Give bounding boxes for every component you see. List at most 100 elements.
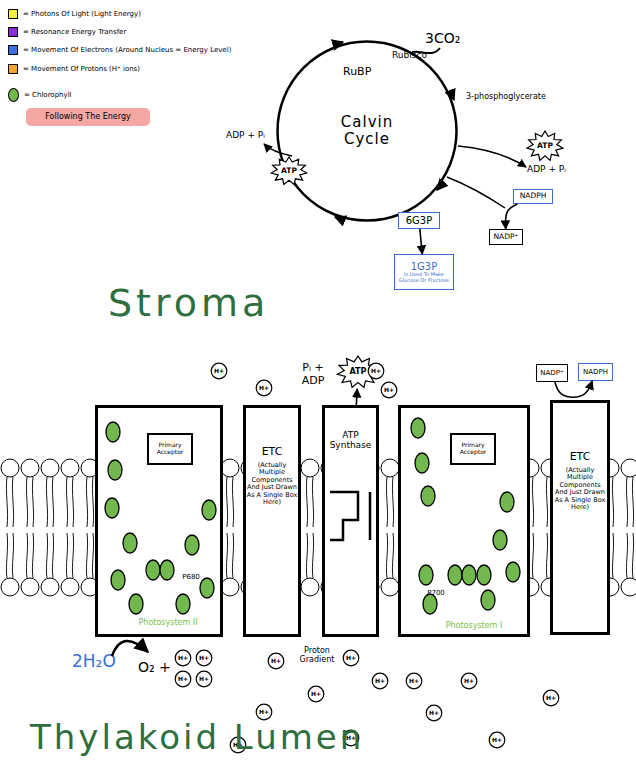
atp-synthase-box: ATP Synthase [322, 405, 379, 637]
proton-ion: H+ [174, 649, 192, 667]
product-box: 1G3PIs Used To Make Glucose Or Fructose [394, 254, 454, 290]
proton-ion: H+ [371, 672, 389, 690]
etc-box: ETC(Actually Multiple Components And Jus… [243, 405, 301, 637]
node-title: ATP [281, 167, 297, 176]
node-note: Photosystem II [123, 618, 213, 627]
legend-text: = Chlorophyll [24, 91, 72, 99]
co2-entry-line [412, 48, 440, 53]
chlorophyll [415, 453, 429, 473]
cycle-arrow [437, 182, 444, 190]
chlorophyll [106, 422, 120, 442]
node-title: P680 [176, 573, 206, 581]
node-title: ATP [537, 142, 553, 151]
flow-arrow [356, 389, 358, 405]
chlorophyll [421, 486, 435, 506]
cycle-arrow [335, 217, 345, 221]
molecule-label: Rubisco [392, 50, 427, 60]
molecule-label: 2H₂O [72, 652, 116, 672]
proton-ion: H+ [342, 649, 360, 667]
proton-ion: H+ [255, 379, 273, 397]
legend-row: = Chlorophyll [8, 88, 72, 102]
circle-outline [406, 673, 422, 689]
etc-box: ETC(Actually Multiple Components And Jus… [550, 400, 610, 635]
node-title: H+ [259, 385, 269, 392]
node-title: ETC [570, 451, 591, 464]
circle-outline [175, 671, 191, 687]
node-title: H+ [346, 655, 356, 662]
node-title: NADPH [583, 368, 608, 376]
chlorophyll [202, 500, 216, 520]
node-title: H+ [409, 678, 419, 685]
node-title: H+ [271, 658, 281, 665]
legend-row: = Photons Of Light (Light Energy) [8, 9, 141, 19]
chlorophyll [146, 560, 160, 580]
node-title: ATP [350, 367, 367, 376]
proton-ion: H+ [425, 704, 443, 722]
photosystem-box: P680Photosystem II Primary Acceptor [95, 405, 223, 637]
molecule-label: O₂ + [138, 659, 171, 675]
proton-ion: H+ [380, 381, 398, 399]
molecule-label: 3-phosphoglycerate [466, 92, 546, 101]
chlorophyll [160, 560, 174, 580]
node-title: 1G3P [411, 261, 438, 273]
heading-box: Following The Energy [26, 108, 150, 126]
legend-swatch [8, 64, 18, 74]
acceptor-box: Primary Acceptor [147, 433, 193, 465]
node-title: Primary Acceptor [149, 442, 191, 456]
proton-ion: H+ [174, 670, 192, 688]
proton-ion: H+ [367, 362, 385, 380]
circle-outline [543, 690, 559, 706]
chlorophyll [423, 594, 437, 614]
circle-outline [256, 380, 272, 396]
nadph-use-line [447, 177, 505, 208]
molecule-label: Pᵢ + ADP [297, 362, 329, 387]
legend-swatch [8, 27, 18, 37]
chlorophyll [105, 498, 119, 518]
node-note: Is Used To Make Glucose Or Fructose [397, 272, 451, 284]
node-title: 6G3P [406, 215, 433, 227]
node-title: NADP⁺ [540, 369, 563, 377]
proton-ion: H+ [488, 731, 506, 749]
node-title: H+ [429, 710, 439, 717]
burst-outline [527, 131, 563, 160]
node-title: ATP Synthase [329, 430, 373, 451]
node-title: H+ [178, 676, 188, 683]
circle-outline [381, 382, 397, 398]
molecule-label: ADP + Pᵢ [226, 130, 265, 140]
proton-ion: H+ [195, 649, 213, 667]
circle-outline [196, 671, 212, 687]
circle-outline [426, 705, 442, 721]
proton-ion: H+ [460, 672, 478, 690]
proton-ion: H+ [405, 672, 423, 690]
flow-arrow [420, 229, 422, 254]
legend-swatch [8, 45, 18, 55]
molecule-box: NADP⁺ [489, 229, 523, 245]
flow-arrow [506, 204, 518, 229]
node-title: H+ [178, 655, 188, 662]
chlorophyll [200, 578, 214, 598]
molecule-label: Proton Gradient [293, 646, 341, 664]
proton-ion: H+ [307, 685, 325, 703]
circle-outline [343, 650, 359, 666]
acceptor-box: Primary Acceptor [450, 433, 496, 465]
synthase-channel [330, 492, 358, 540]
legend-row: = Resonance Energy Transfer [8, 27, 126, 37]
node-title: Primary Acceptor [452, 442, 494, 456]
molecule-box: 6G3P [398, 212, 440, 229]
node-title: Following The Energy [45, 112, 130, 121]
chlorophyll [123, 533, 137, 553]
legend-text: = Movement Of Electrons (Around Nucleus … [23, 46, 231, 54]
node-title: P700 [421, 589, 451, 597]
legend-text: = Resonance Energy Transfer [23, 28, 126, 36]
cycle-arrow [333, 42, 343, 45]
water-split-arrow [112, 641, 148, 656]
node-title: H+ [384, 387, 394, 394]
circle-outline [308, 686, 324, 702]
proton-ion: H+ [210, 362, 228, 380]
cycle-arrow [450, 90, 454, 100]
node-title: H+ [546, 695, 556, 702]
molecule-box: NADP⁺ [536, 364, 568, 382]
legend-swatch [8, 88, 19, 102]
proton-ion: H+ [267, 652, 285, 670]
